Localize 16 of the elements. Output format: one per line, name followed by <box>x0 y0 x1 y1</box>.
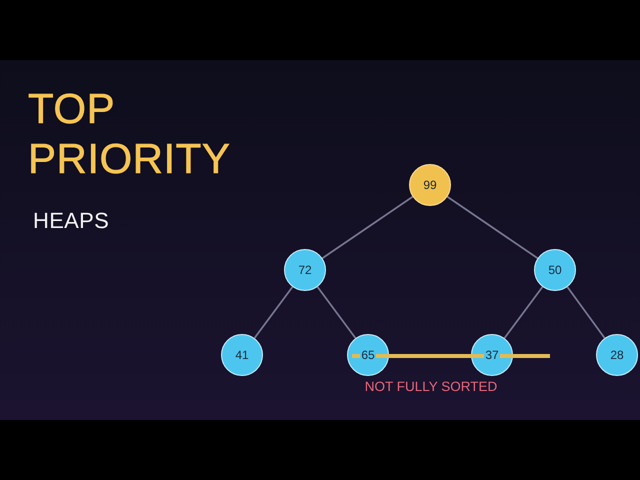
node-value: 65 <box>360 348 376 362</box>
annotation-text: NOT FULLY SORTED <box>364 379 498 395</box>
tree-edge <box>504 286 544 339</box>
node-value: 28 <box>609 348 625 362</box>
node-value: 72 <box>297 263 313 277</box>
tree-edge <box>446 196 538 259</box>
tree-edge <box>316 286 356 339</box>
node-value: 50 <box>547 263 563 277</box>
tree-edge <box>322 196 414 259</box>
tree-edge <box>254 286 294 339</box>
title: TOP PRIORITY <box>28 84 232 184</box>
node-value: 37 <box>484 348 500 362</box>
node-value: 41 <box>234 348 250 362</box>
tree-edge <box>566 286 606 339</box>
node-value: 99 <box>422 178 438 192</box>
subtitle: HEAPS <box>33 208 110 234</box>
